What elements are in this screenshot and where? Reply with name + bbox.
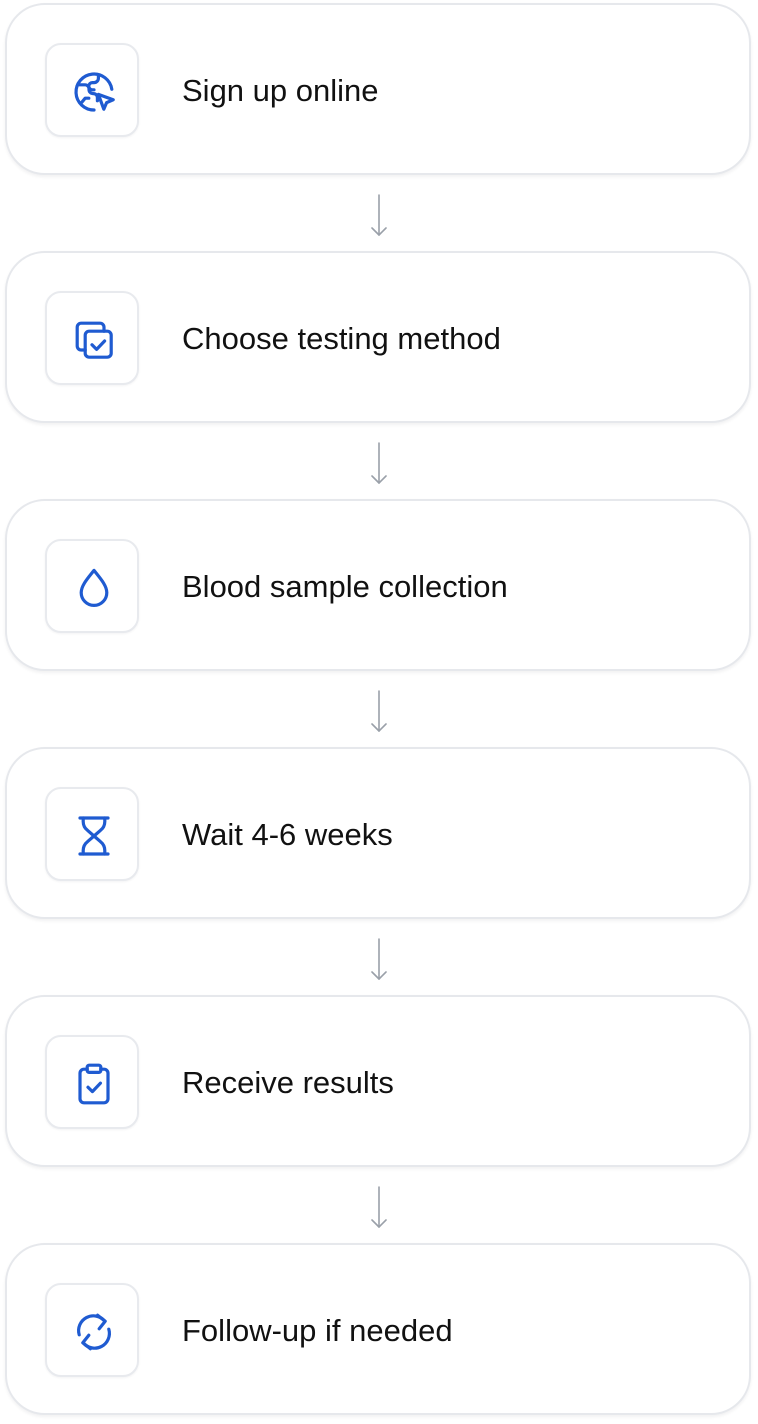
arrow-down-icon [371, 194, 387, 236]
step-receive-results: Receive results [5, 995, 751, 1167]
refresh-icon [77, 1313, 111, 1351]
arrow-down-icon [371, 938, 387, 980]
stacked-checkbox-icon [75, 321, 113, 359]
step-wait: Wait 4-6 weeks [5, 747, 751, 919]
step-label: Blood sample collection [182, 569, 508, 604]
clipboard-check-icon [78, 1063, 110, 1105]
step-icon-box [45, 1035, 139, 1129]
hourglass-icon [78, 816, 110, 856]
step-label: Receive results [182, 1065, 394, 1100]
step-label: Sign up online [182, 73, 379, 108]
step-choose-method: Choose testing method [5, 251, 751, 423]
step-blood-sample: Blood sample collection [5, 499, 751, 671]
step-icon-box [45, 43, 139, 137]
step-icon-box [45, 291, 139, 385]
step-sign-up: Sign up online [5, 3, 751, 175]
arrow-down-icon [371, 1186, 387, 1228]
step-icon-box [45, 1283, 139, 1377]
arrow-down-icon [371, 690, 387, 732]
step-follow-up: Follow-up if needed [5, 1243, 751, 1415]
step-label: Choose testing method [182, 321, 501, 356]
step-icon-box [45, 539, 139, 633]
drop-icon [79, 568, 109, 607]
arrow-down-icon [371, 442, 387, 484]
globe-cursor-icon [74, 72, 115, 112]
step-icon-box [45, 787, 139, 881]
step-label: Wait 4-6 weeks [182, 817, 393, 852]
step-label: Follow-up if needed [182, 1313, 453, 1348]
